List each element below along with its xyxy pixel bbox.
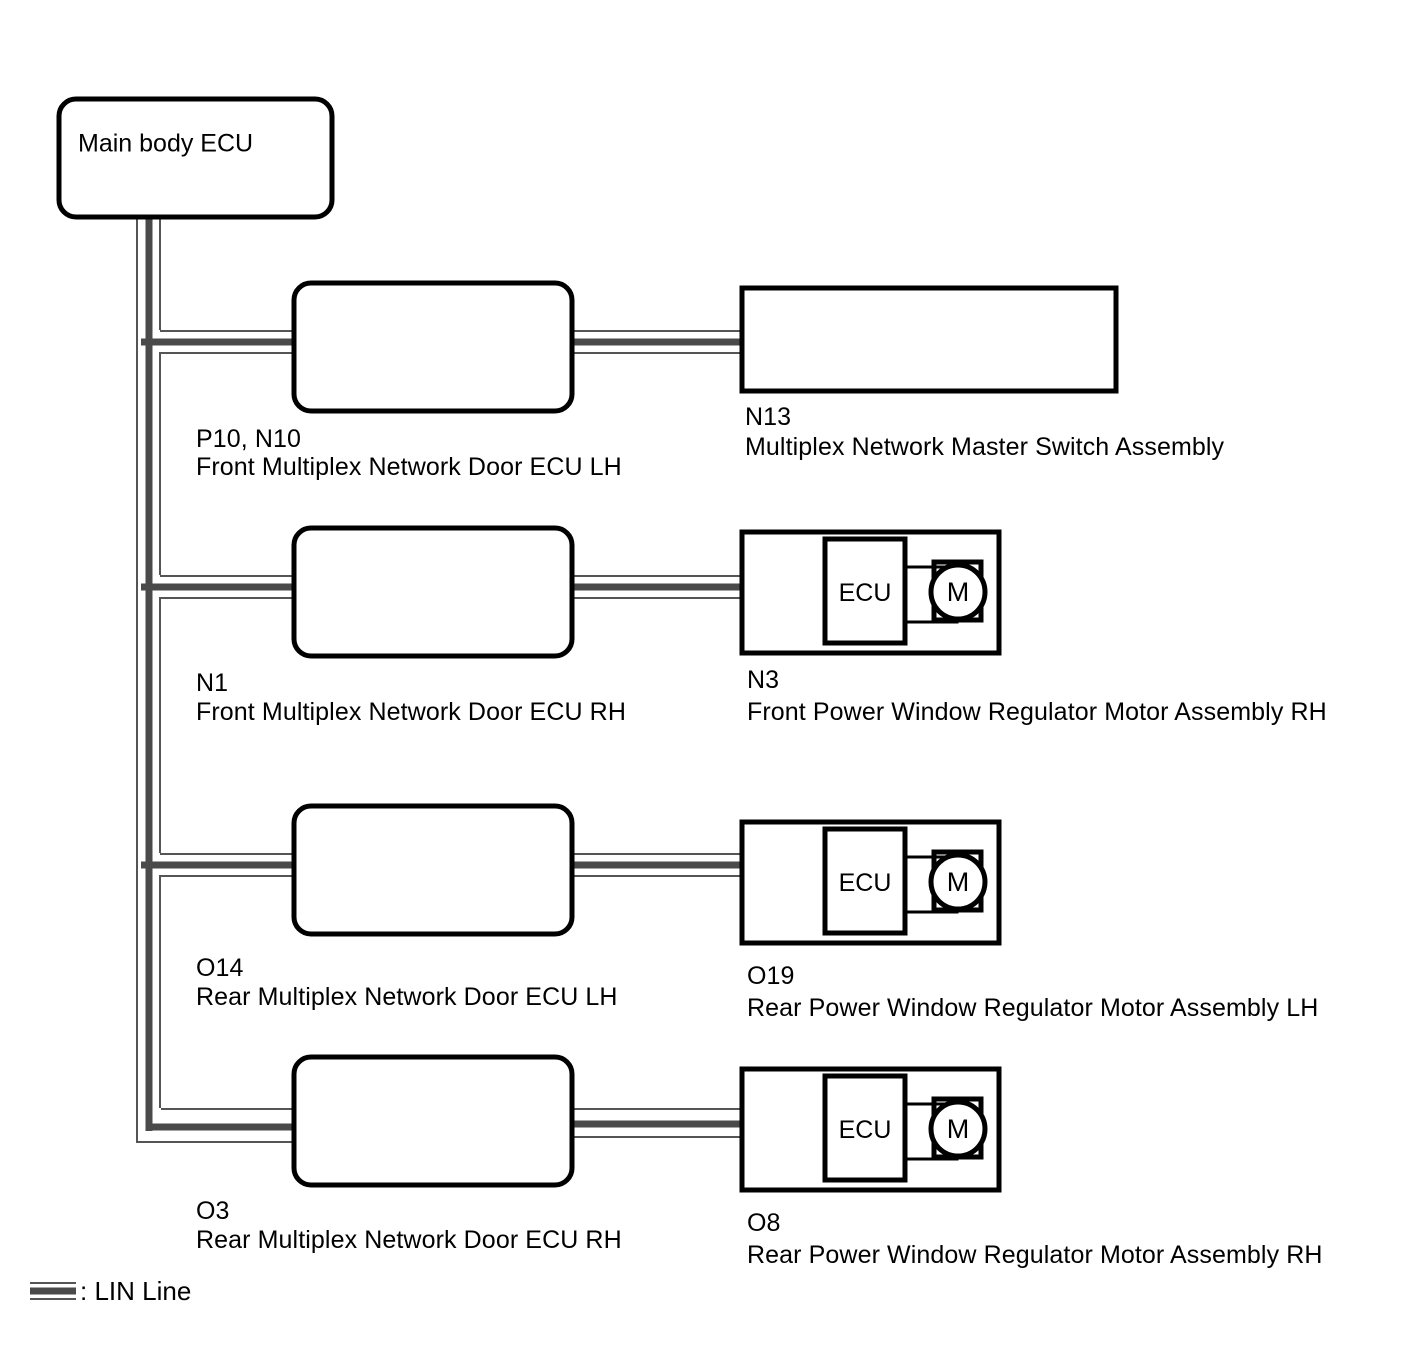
row-3: M ECU — [291, 803, 1002, 946]
motor-assembly-o19: M ECU — [739, 819, 1002, 946]
motor-symbol-label-o8: M — [947, 1114, 970, 1144]
inner-ecu-box-n3 — [822, 536, 908, 646]
inner-ecu-box-o19 — [822, 826, 908, 936]
door-ecu-name-1: Front Multiplex Network Door ECU LH — [196, 453, 622, 481]
main-body-ecu-label: Main body ECU — [78, 130, 253, 158]
row-1 — [291, 280, 1119, 414]
door-ecu-name-3: Rear Multiplex Network Door ECU LH — [196, 983, 618, 1011]
motor-circle-n3 — [928, 562, 988, 622]
door-ecu-code-4: O3 — [196, 1197, 230, 1225]
inner-ecu-label-o8: ECU — [839, 1116, 892, 1144]
device-code-3: O19 — [747, 962, 795, 990]
door-ecu-name-4: Rear Multiplex Network Door ECU RH — [196, 1226, 622, 1254]
row-2: M ECU — [291, 525, 1002, 659]
door-ecu-box-3 — [291, 803, 575, 937]
door-ecu-box-4 — [291, 1054, 575, 1188]
device-name-2: Front Power Window Regulator Motor Assem… — [747, 698, 1327, 726]
motor-assembly-n3: M ECU — [739, 529, 1002, 656]
inner-ecu-box-o8 — [822, 1073, 908, 1183]
door-ecu-name-2: Front Multiplex Network Door ECU RH — [196, 698, 626, 726]
device-code-1: N13 — [745, 403, 792, 431]
motor-assembly-o8: M ECU — [739, 1066, 1002, 1193]
row-4: M ECU — [291, 1054, 1002, 1193]
device-name-1: Multiplex Network Master Switch Assembly — [745, 433, 1225, 461]
lin-bus-network — [136, 218, 742, 1143]
device-code-2: N3 — [747, 666, 780, 694]
inner-ecu-label-n3: ECU — [839, 579, 892, 607]
door-ecu-code-3: O14 — [196, 954, 244, 982]
motor-symbol-label-n3: M — [947, 577, 970, 607]
door-ecu-box-1 — [291, 280, 575, 414]
door-ecu-code-2: N1 — [196, 669, 229, 697]
main-body-ecu-node: Main body ECU — [56, 96, 335, 220]
motor-circle-o19 — [928, 852, 988, 912]
motor-circle-o8 — [928, 1099, 988, 1159]
legend-label: : LIN Line — [80, 1276, 192, 1306]
device-name-3: Rear Power Window Regulator Motor Assemb… — [747, 994, 1319, 1022]
device-code-4: O8 — [747, 1209, 781, 1237]
device-name-4: Rear Power Window Regulator Motor Assemb… — [747, 1241, 1323, 1269]
switch-assembly-box-n13 — [739, 285, 1119, 394]
door-ecu-box-2 — [291, 525, 575, 659]
motor-symbol-label-o19: M — [947, 867, 970, 897]
lin-line-symbol — [30, 1282, 76, 1300]
main-body-ecu-box — [56, 96, 335, 220]
inner-ecu-label-o19: ECU — [839, 869, 892, 897]
door-ecu-code-1: P10, N10 — [196, 425, 302, 453]
